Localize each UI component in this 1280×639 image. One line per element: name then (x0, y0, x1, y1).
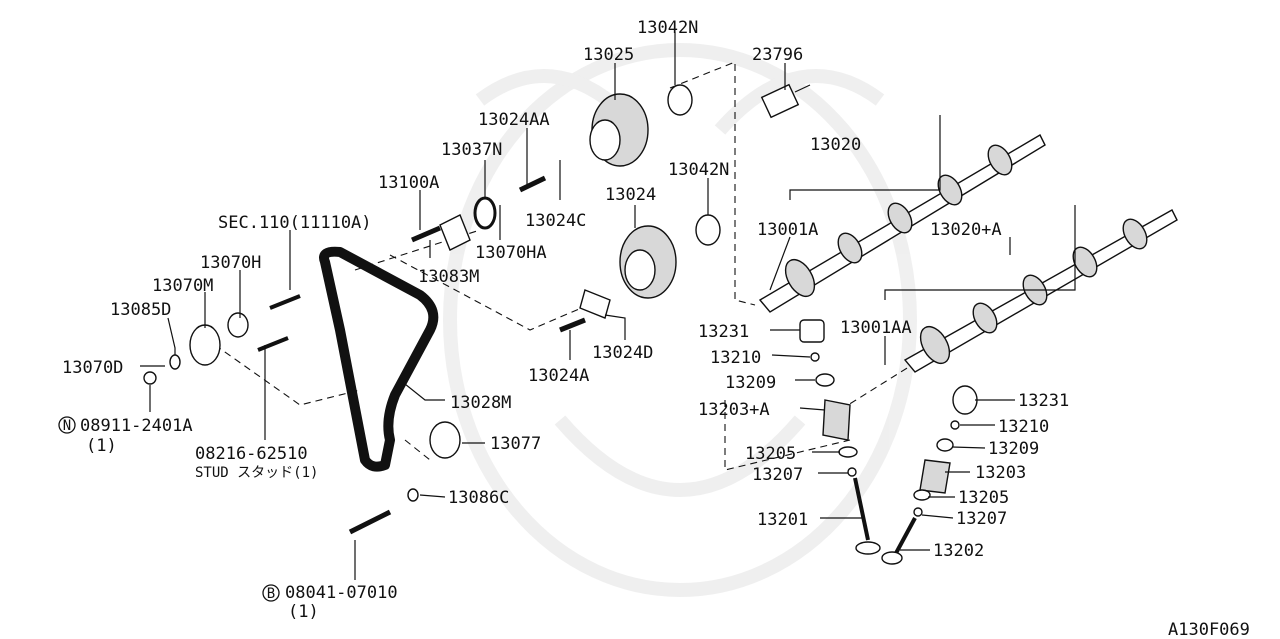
label-13207-a[interactable]: 13207 (752, 465, 803, 485)
diagram-code: A130F069 (1168, 620, 1250, 639)
bolt-13100A (411, 225, 441, 243)
washer-13085D (169, 354, 181, 370)
label-13077[interactable]: 13077 (490, 434, 541, 454)
label-13201[interactable]: 13201 (757, 510, 808, 530)
label-13024D[interactable]: 13024D (592, 343, 653, 363)
seal-13042N-top (667, 84, 693, 116)
timing-belt-13028M (319, 246, 439, 472)
circle-n-marker (58, 416, 76, 434)
label-13210-b[interactable]: 13210 (998, 417, 1049, 437)
washer-13086C (407, 488, 419, 502)
label-23796[interactable]: 23796 (752, 45, 803, 65)
bracket-13024D (579, 289, 611, 319)
label-13024C[interactable]: 13024C (525, 211, 586, 231)
sprocket-13025 (589, 93, 649, 167)
label-13209-b[interactable]: 13209 (988, 439, 1039, 459)
label-13210-a[interactable]: 13210 (710, 348, 761, 368)
label-08041-qty: (1) (288, 602, 319, 622)
circle-b-marker (262, 584, 280, 602)
bolt-08041-07010 (348, 509, 392, 535)
nut-13070D (143, 371, 157, 385)
stud-sec110 (269, 294, 301, 310)
valve-train-exhaust (881, 385, 978, 565)
label-08911-qty: (1) (86, 436, 117, 456)
label-13024AA[interactable]: 13024AA (478, 110, 550, 130)
label-stud: STUD スタッド(1) (195, 465, 318, 481)
label-13231-a[interactable]: 13231 (698, 322, 749, 342)
label-13202[interactable]: 13202 (933, 541, 984, 561)
label-13207-b[interactable]: 13207 (956, 509, 1007, 529)
valve-train-intake (799, 319, 881, 555)
seal-13042N-mid (695, 214, 721, 246)
circle-n-letter: N (63, 418, 71, 434)
label-13001AA[interactable]: 13001AA (840, 318, 912, 338)
label-13209-a[interactable]: 13209 (725, 373, 776, 393)
camshaft-13020 (758, 134, 1046, 313)
part-labels: 13042N 13025 23796 13024AA 13037N 13020 … (62, 18, 1069, 622)
label-13020A[interactable]: 13020+A (930, 220, 1002, 240)
stud-08216-62510 (257, 336, 289, 352)
label-13037N[interactable]: 13037N (441, 140, 502, 160)
label-08041-07010[interactable]: 08041-07010 (285, 583, 398, 603)
label-13001A[interactable]: 13001A (757, 220, 818, 240)
label-13070D[interactable]: 13070D (62, 358, 123, 378)
label-13070H[interactable]: 13070H (200, 253, 261, 273)
label-13205-b[interactable]: 13205 (958, 488, 1009, 508)
label-sec110[interactable]: SEC.110(11110A) (218, 213, 372, 233)
label-13024[interactable]: 13024 (605, 185, 656, 205)
label-13025[interactable]: 13025 (583, 45, 634, 65)
label-13042N-mid[interactable]: 13042N (668, 160, 729, 180)
label-13100A[interactable]: 13100A (378, 173, 439, 193)
label-13203A[interactable]: 13203+A (698, 400, 770, 420)
tensioner-13070M (189, 324, 221, 366)
label-13028M[interactable]: 13028M (450, 393, 511, 413)
label-13205-a[interactable]: 13205 (745, 444, 796, 464)
label-13042N-top[interactable]: 13042N (637, 18, 698, 38)
label-08911-2401A[interactable]: 08911-2401A (80, 416, 193, 436)
label-13085D[interactable]: 13085D (110, 300, 171, 320)
plate-13083M (439, 214, 471, 251)
bolt-13024A (559, 317, 586, 333)
bolt-13024AA (518, 175, 547, 193)
label-13231-b[interactable]: 13231 (1018, 391, 1069, 411)
sprocket-13024 (619, 225, 677, 299)
idler-13077 (429, 421, 461, 459)
oring-13037N (473, 196, 497, 230)
label-13086C[interactable]: 13086C (448, 488, 509, 508)
label-13203[interactable]: 13203 (975, 463, 1026, 483)
label-13083M[interactable]: 13083M (418, 267, 479, 287)
label-13020[interactable]: 13020 (810, 135, 861, 155)
leader-lines (140, 32, 1076, 580)
label-13070HA[interactable]: 13070HA (475, 243, 547, 263)
circle-b-letter: B (267, 586, 275, 602)
sensor-23796 (760, 83, 811, 119)
label-13070M[interactable]: 13070M (152, 276, 213, 296)
washer-13070H (227, 312, 249, 338)
label-08216-62510[interactable]: 08216-62510 (195, 444, 308, 464)
label-13024A[interactable]: 13024A (528, 366, 589, 386)
